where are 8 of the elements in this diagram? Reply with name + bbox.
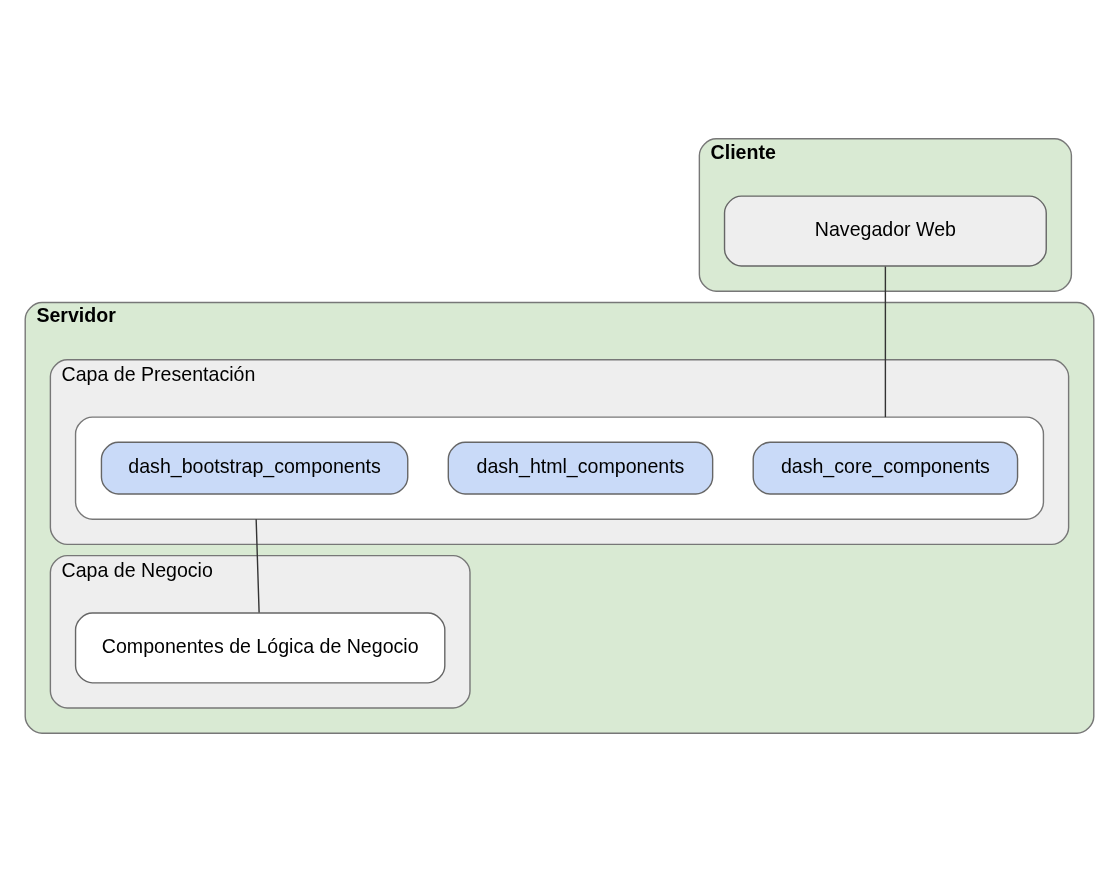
connector [255,518,260,613]
cluster [74,415,1045,520]
connector [884,265,887,418]
node-box: Navegador Web [723,194,1047,267]
node-box: dash_bootstrap_components [100,441,409,495]
node-box: Componentes de Lógica de Negocio [74,611,446,684]
node-box: dash_core_components [752,441,1019,495]
node-box: dash_html_components [447,441,714,495]
